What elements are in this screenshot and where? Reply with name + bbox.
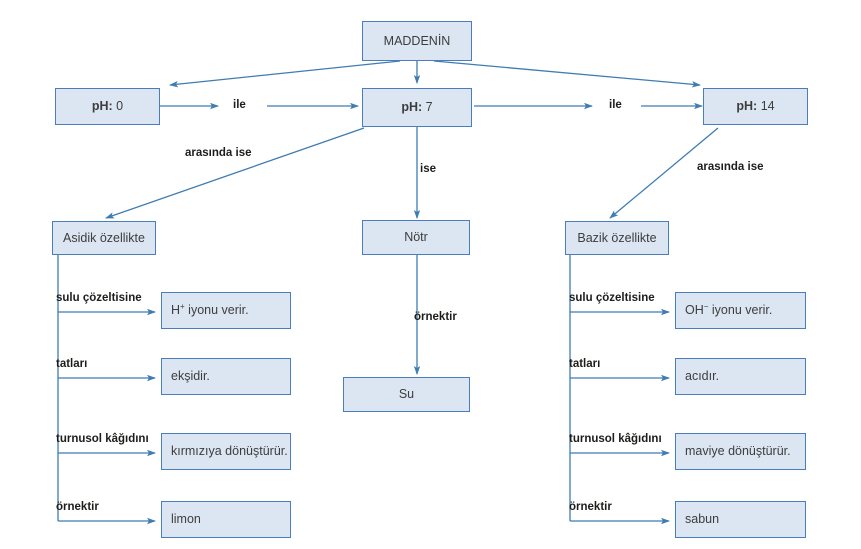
node-su-label: Su (398, 387, 415, 401)
branch-label-bazik-ornektir: örnektir (569, 501, 612, 513)
node-asidik-value-4[interactable]: limon (161, 501, 291, 538)
node-ph-14-value: 14 (760, 99, 775, 113)
node-bazik-ozellikte[interactable]: Bazik özellikte (565, 221, 669, 255)
branch-label-asidik-tatlari: tatları (56, 358, 88, 370)
node-asidik-value-4-label: limon (171, 512, 201, 526)
branch-label-bazik-sulu-cozeltisine: sulu çözeltisine (569, 292, 655, 304)
node-maddenin-label: MADDENİN (383, 33, 451, 48)
ion-text: iyonu verir. (184, 303, 249, 318)
branch-label-asidik-sulu-cozeltisine: sulu çözeltisine (56, 292, 142, 304)
node-ph-7-label: pH: 7 (401, 100, 432, 115)
edge-label-arasinda-ise-acidic: arasında ise (185, 147, 252, 159)
wire-ph7-to-asidik (105, 127, 365, 219)
node-asidik-value-2-label: ekşidir. (171, 369, 210, 383)
node-notr[interactable]: Nötr (362, 220, 470, 255)
node-ph-14-label: pH: 14 (736, 99, 774, 114)
branch-label-bazik-tatlari: tatları (569, 358, 601, 370)
node-ph-14-prefix: pH: (736, 99, 758, 113)
ion-symbol: H (171, 303, 181, 318)
edge-label-ornektir-neutral: örnektir (414, 311, 457, 323)
node-ph-0-prefix: pH: (91, 99, 113, 113)
node-ph-0[interactable]: pH: 0 (55, 88, 160, 125)
node-bazik-value-3[interactable]: maviye dönüştürür. (675, 433, 806, 470)
ion-charge: − (703, 302, 709, 312)
node-ph-7-prefix: pH: (401, 100, 423, 114)
branch-label-asidik-turnusol: turnusol kâğıdını (56, 433, 149, 445)
node-ph-7-value: 7 (425, 100, 433, 114)
ion-symbol: OH (685, 303, 704, 318)
ion-text: iyonu verir. (708, 303, 773, 318)
wire-maddenin-to-ph0 (169, 60, 401, 88)
node-bazik-value-4-label: sabun (685, 512, 720, 526)
node-maddenin[interactable]: MADDENİN (362, 21, 472, 61)
node-asidik-ozellikte[interactable]: Asidik özellikte (52, 221, 156, 255)
node-bazik-ozellikte-label: Bazik özellikte (577, 230, 657, 245)
node-bazik-value-4[interactable]: sabun (675, 501, 806, 538)
node-ph-14[interactable]: pH: 14 (703, 88, 808, 125)
node-bazik-value-1[interactable]: OH− iyonu verir. (675, 292, 806, 329)
edge-label-ile-left: ile (233, 99, 246, 111)
node-asidik-value-2[interactable]: ekşidir. (161, 358, 291, 395)
branch-label-bazik-turnusol: turnusol kâğıdını (569, 433, 662, 445)
node-asidik-value-1-label: H+ iyonu verir. (171, 302, 249, 318)
edge-label-ile-right: ile (609, 99, 622, 111)
node-asidik-ozellikte-label: Asidik özellikte (63, 230, 145, 245)
node-asidik-value-3[interactable]: kırmızıya dönüştürür. (161, 433, 291, 470)
node-bazik-value-2[interactable]: acıdır. (675, 358, 806, 395)
node-bazik-value-1-label: OH− iyonu verir. (685, 302, 772, 318)
wire-maddenin-to-ph14 (433, 60, 701, 88)
edge-label-ise-neutral: ise (420, 163, 436, 175)
branch-label-asidik-ornektir: örnektir (56, 501, 99, 513)
node-bazik-value-3-label: maviye dönüştürür. (685, 444, 791, 458)
edge-label-arasinda-ise-basic: arasında ise (697, 161, 764, 173)
node-asidik-value-1[interactable]: H+ iyonu verir. (161, 292, 291, 329)
node-notr-label: Nötr (404, 230, 428, 244)
ion-charge: + (180, 302, 185, 312)
node-bazik-value-2-label: acıdır. (685, 369, 720, 383)
node-ph-7[interactable]: pH: 7 (362, 88, 472, 127)
node-asidik-value-3-label: kırmızıya dönüştürür. (171, 444, 288, 458)
node-su[interactable]: Su (343, 377, 470, 412)
node-ph-0-label: pH: 0 (92, 99, 123, 114)
node-ph-0-value: 0 (116, 99, 124, 113)
